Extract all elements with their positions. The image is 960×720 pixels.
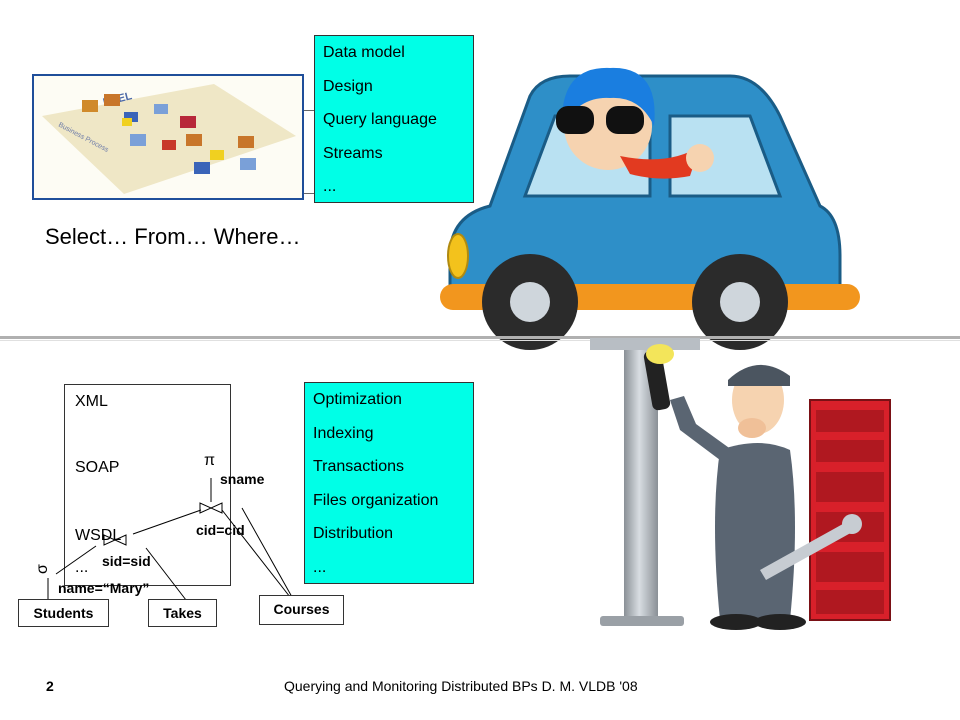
table-takes: Takes — [148, 599, 217, 627]
top-box-item: Query language — [323, 111, 437, 129]
page-number: 2 — [46, 678, 54, 694]
top-box-item: Streams — [323, 144, 383, 162]
lift-base — [600, 616, 684, 626]
select-from-where-text: Select… From… Where… — [45, 224, 301, 249]
bpel-image: BPEL Business Process — [32, 74, 304, 200]
table-students: Students — [18, 599, 109, 627]
xml-box-item: ... — [75, 559, 89, 576]
footer-caption: Querying and Monitoring Distributed BPs … — [284, 678, 638, 694]
xml-box-item: XML — [75, 393, 108, 410]
section-divider — [0, 336, 960, 339]
top-box-item: ... — [323, 178, 337, 196]
xml-box-item: WSDL — [75, 527, 122, 544]
top-box-item: Data model — [323, 44, 405, 61]
xml-box-item: SOAP — [75, 459, 120, 476]
bpel-blocks — [82, 94, 256, 174]
sigma-symbol: σ — [33, 564, 51, 574]
table-courses: Courses — [259, 595, 344, 625]
section-divider-shadow — [0, 340, 960, 341]
pi-symbol: π — [204, 452, 216, 469]
lift-top — [590, 338, 700, 350]
bottom-box-item: Files organization — [313, 491, 439, 509]
mechanic-illustration — [643, 344, 891, 630]
bottom-box-item: Indexing — [313, 424, 374, 442]
bottom-box-item: Transactions — [313, 458, 404, 476]
bottom-box-item: ... — [313, 558, 327, 576]
cid-join-label: cid=cid — [196, 522, 245, 538]
sid-join-label: sid=sid — [102, 553, 151, 569]
top-box-item: Design — [323, 77, 373, 95]
top-topics-box: Data model Design Query language Streams… — [314, 35, 474, 203]
bottom-topics-box: Optimization Indexing Transactions Files… — [304, 382, 474, 584]
name-predicate-label: name=“Mary” — [58, 580, 150, 596]
bottom-box-item: Distribution — [313, 525, 394, 543]
xml-box: XML SOAP WSDL ... — [64, 384, 231, 586]
bottom-box-item: Optimization — [313, 391, 402, 408]
sname-label: sname — [220, 471, 265, 487]
car-illustration — [440, 67, 860, 350]
